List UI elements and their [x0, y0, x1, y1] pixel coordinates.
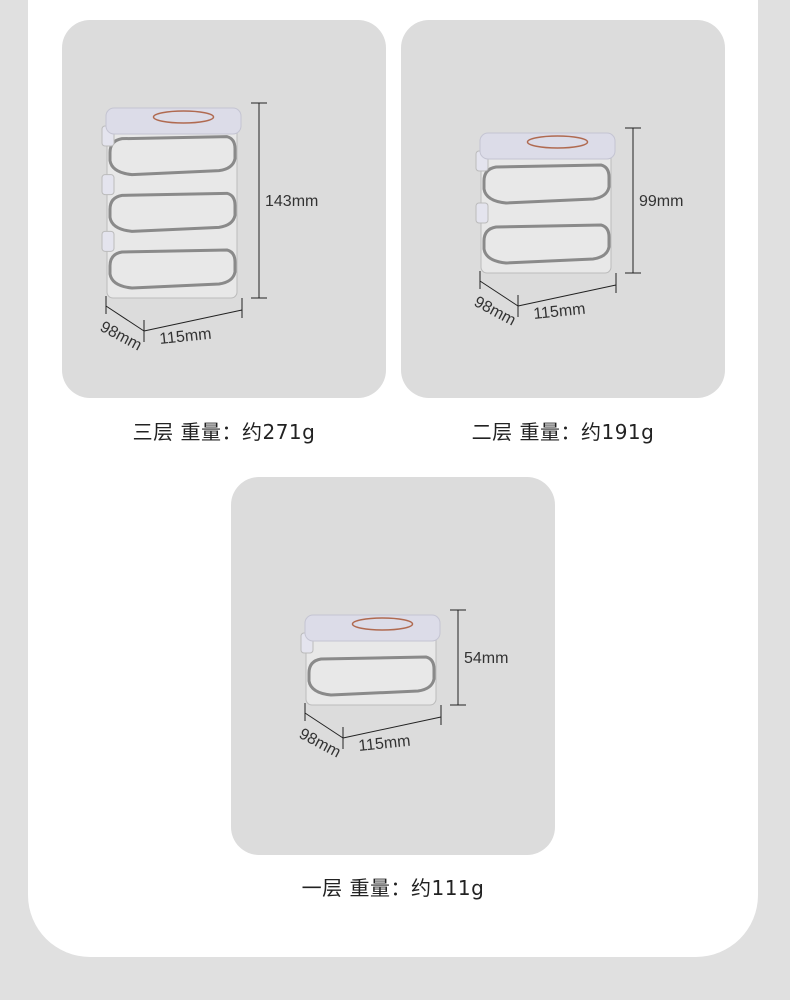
container-body — [101, 117, 238, 299]
caption-two-layer: 二层 重量：约191g — [471, 420, 655, 444]
svg-text:115mm: 115mm — [159, 326, 213, 348]
svg-text:143mm: 143mm — [265, 193, 318, 210]
svg-text:54mm: 54mm — [464, 650, 508, 667]
product-image-two-layer: 99mm 98mm 115mm — [401, 20, 725, 398]
caption-three-layer: 三层 重量：约271g — [132, 420, 316, 444]
svg-text:98mm: 98mm — [471, 294, 518, 330]
svg-text:99mm: 99mm — [639, 193, 683, 210]
caption-one-layer: 一层 重量：约111g — [301, 876, 485, 900]
container-body — [300, 624, 437, 706]
container-body — [475, 142, 612, 274]
svg-text:115mm: 115mm — [358, 733, 412, 755]
svg-text:98mm: 98mm — [97, 319, 144, 355]
svg-text:98mm: 98mm — [296, 726, 343, 762]
svg-text:115mm: 115mm — [533, 301, 587, 323]
lid — [105, 107, 242, 135]
product-image-three-layer: 143mm 98mm 115mm — [62, 20, 386, 398]
lid — [304, 614, 441, 642]
product-image-one-layer: 54mm 98mm 115mm — [231, 477, 555, 855]
lid — [479, 132, 616, 160]
